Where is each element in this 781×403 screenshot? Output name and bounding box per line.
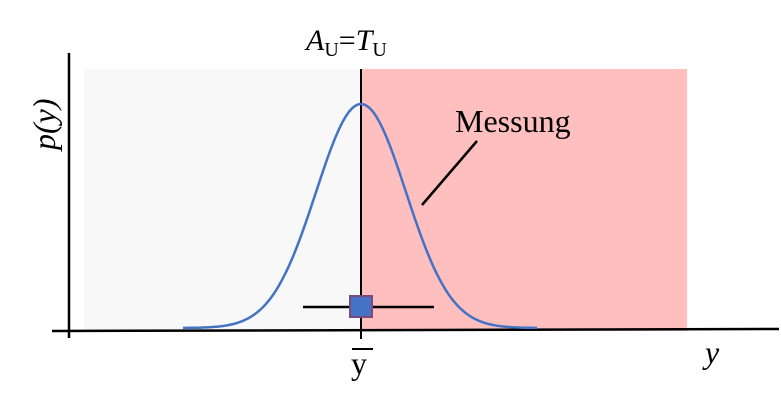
x-axis-label: y (702, 334, 720, 370)
measurement-marker (349, 295, 373, 318)
measurement-label: Messung (455, 103, 571, 139)
distribution-curve (183, 102, 537, 330)
y-axis-label: p(y) (26, 98, 62, 152)
limit-label: AU=TU (304, 24, 387, 61)
x-axis-line (51, 327, 780, 333)
measurement-leader-line (421, 140, 478, 206)
rejection-region (361, 69, 687, 331)
mean-label: y (351, 345, 367, 381)
acceptance-region (84, 69, 361, 331)
